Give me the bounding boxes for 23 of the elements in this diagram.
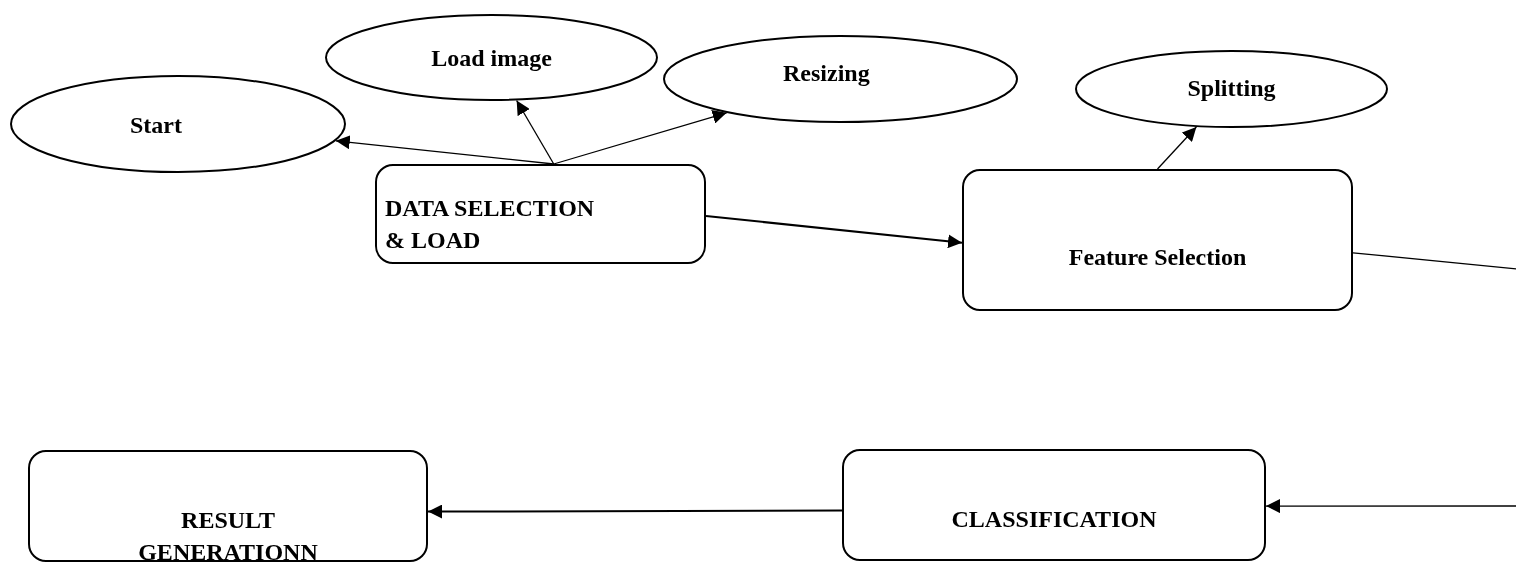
process-box <box>375 164 706 264</box>
ellipse-node <box>325 14 658 101</box>
arrow <box>553 110 728 165</box>
node-label: Start <box>130 111 182 140</box>
arrow <box>705 215 963 249</box>
node-label: RESULT GENERATIONN <box>137 506 319 564</box>
ellipse-node <box>1075 50 1388 128</box>
arrow <box>1156 126 1197 170</box>
arrow <box>335 135 555 165</box>
node-label: Feature Selection <box>1068 243 1247 272</box>
node-label: Resizing <box>783 59 870 88</box>
process-box <box>962 169 1353 311</box>
arrow <box>1265 252 1516 514</box>
ellipse-node <box>10 75 346 173</box>
ellipse-node <box>663 35 1018 123</box>
arrow <box>427 504 843 519</box>
arrow <box>516 99 555 165</box>
node-label: Load image <box>431 44 552 73</box>
process-box <box>28 450 428 562</box>
node-label: Splitting <box>1187 74 1276 103</box>
process-box <box>842 449 1266 561</box>
node-label: CLASSIFICATION <box>951 505 1157 534</box>
node-label: DATA SELECTION & LOAD <box>385 194 596 255</box>
